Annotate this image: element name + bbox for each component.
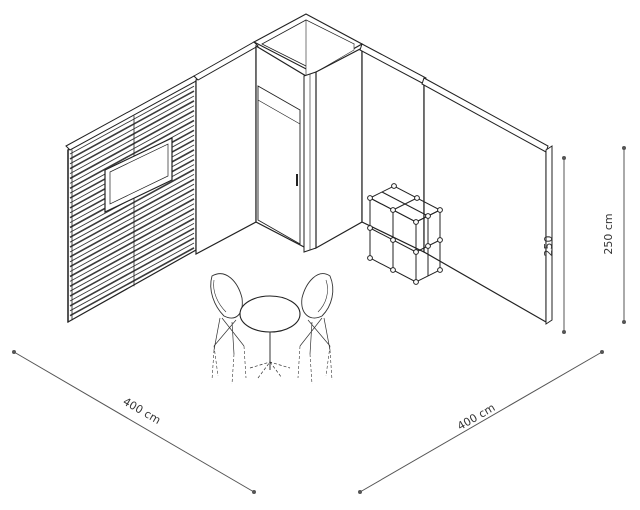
wall-slat — [69, 247, 195, 317]
wall-slat — [69, 105, 195, 174]
dimension-height-outer: 250 cm — [602, 146, 626, 324]
dimension-height-inner: 250 — [542, 156, 566, 334]
height-inner-label: 250 — [542, 236, 555, 257]
cube-shelf — [367, 183, 443, 285]
wall-slat — [69, 237, 195, 307]
table-and-chairs — [210, 273, 334, 385]
storage-cabin — [252, 13, 364, 253]
door-handle — [296, 174, 298, 186]
wall-slat — [69, 193, 195, 263]
height-outer-label: 250 cm — [602, 213, 615, 254]
wall-slat — [69, 188, 195, 258]
wall-slat — [69, 119, 195, 190]
wall-slat — [69, 207, 195, 278]
wall-slat — [69, 90, 195, 160]
wall-slat — [69, 178, 195, 248]
width-right-label: 400 cm — [455, 401, 497, 433]
wall-slat — [69, 85, 195, 155]
depth-left-label: 400 cm — [121, 395, 163, 427]
slatted-left-wall — [65, 75, 199, 324]
wall-slat — [69, 198, 195, 268]
wall-slat — [69, 222, 195, 292]
dimension-width-right: 400 cm — [358, 350, 604, 494]
shelf-connectors — [367, 183, 443, 285]
wall-slat — [69, 95, 195, 165]
chair-left — [210, 273, 247, 385]
wall-slat — [69, 242, 195, 312]
back-right-wall — [359, 43, 553, 325]
wall-slat — [69, 173, 195, 243]
wall-slat — [69, 203, 195, 272]
chair-right — [297, 273, 334, 385]
wall-slat — [69, 109, 195, 180]
wall-slat — [69, 115, 195, 184]
wall-slat — [69, 100, 195, 170]
dimension-depth-left: 400 cm — [12, 350, 256, 494]
wall-screen — [104, 137, 173, 213]
wall-slat — [69, 213, 195, 282]
wall-slat — [69, 232, 195, 302]
back-left-wall — [193, 41, 259, 255]
wall-slat — [69, 227, 195, 297]
round-table — [239, 295, 301, 379]
wall-slat — [69, 168, 195, 239]
wall-slat — [69, 217, 195, 288]
wall-slat — [69, 183, 195, 253]
